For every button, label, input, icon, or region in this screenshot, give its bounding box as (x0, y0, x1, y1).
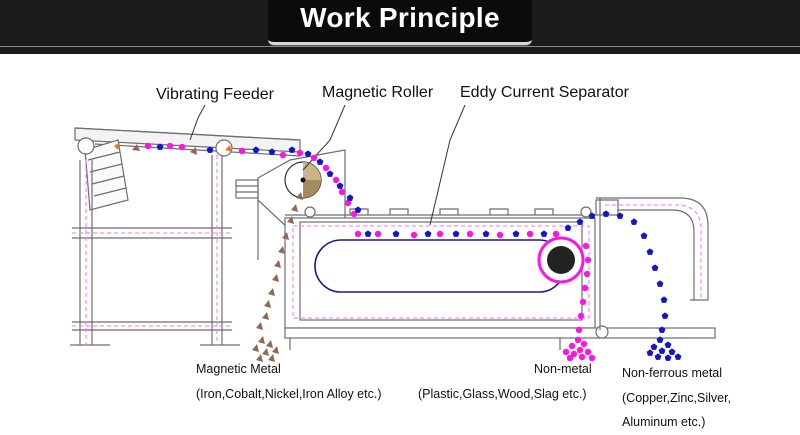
label-vibrating-feeder: Vibrating Feeder (156, 86, 274, 103)
eddy-rotor (537, 236, 585, 284)
chute-guides (605, 204, 702, 300)
output-non-metal-title: Non-metal (534, 362, 592, 376)
output-non-ferrous-title: Non-ferrous metal (622, 366, 723, 380)
non-ferrous-pile (646, 336, 682, 361)
magnetic-metal-pile (252, 336, 279, 362)
separator-guides (292, 225, 590, 319)
feeder-particles (114, 142, 276, 155)
label-eddy-current-separator: Eddy Current Separator (460, 84, 629, 101)
output-non-ferrous-detail-1: (Copper,Zinc,Silver, (622, 391, 732, 405)
roller-stream (279, 146, 362, 218)
output-non-ferrous-detail-2: Aluminum etc.) (622, 415, 706, 429)
banner-tab (268, 0, 532, 45)
discharge-chute (595, 197, 709, 330)
feeder-guides (72, 155, 232, 345)
output-magnetic-detail: (Iron,Cobalt,Nickel,Iron Alloy etc.) (196, 387, 382, 401)
title-banner: Work Principle (0, 0, 800, 54)
leader-lines (189, 104, 466, 226)
belt-particles (354, 224, 572, 239)
output-magnetic-title: Magnetic Metal (196, 362, 281, 376)
output-non-metal-detail: (Plastic,Glass,Wood,Slag etc.) (418, 387, 587, 401)
non-metal-stream (575, 242, 592, 334)
vibrating-feeder (70, 127, 301, 346)
magnetic-stream (256, 192, 303, 330)
non-metal-pile (562, 336, 596, 362)
banner-rule (0, 46, 800, 47)
eddy-current-separator (284, 206, 716, 350)
label-magnetic-roller: Magnetic Roller (322, 84, 434, 101)
page-title: Work Principle (300, 2, 500, 33)
